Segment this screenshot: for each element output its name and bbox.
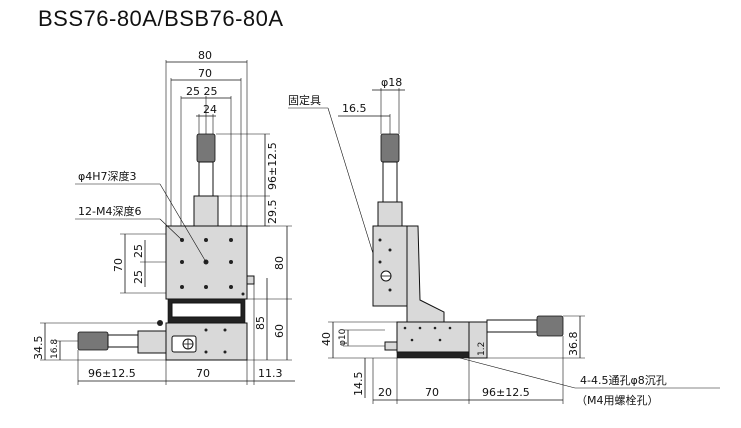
side-clamp — [246, 275, 255, 285]
side-micrometer-knob-h — [536, 315, 564, 337]
dim-36-8: 36.8 — [567, 332, 580, 357]
micrometer-knob-vertical — [196, 133, 216, 163]
side-base-top — [396, 321, 470, 353]
dim-phi10: φ10 — [338, 328, 348, 346]
dim-34-5: 34.5 — [32, 336, 45, 361]
dim-phi18: φ18 — [381, 76, 402, 89]
side-micrometer-barrel — [382, 161, 398, 203]
side-vertical-plate — [372, 225, 408, 307]
side-lock-left — [384, 341, 398, 351]
micrometer-knob-horizontal — [77, 331, 109, 351]
side-angle-bracket — [406, 225, 445, 323]
dim-70-side: 70 — [425, 386, 439, 399]
dim-25-b: 25 — [132, 270, 145, 284]
note-through-hole: 4-4.5通孔φ8沉孔 — [580, 374, 667, 387]
bracket-inner — [171, 302, 242, 318]
dim-29-5: 29.5 — [266, 200, 279, 225]
side-view: φ18 16.5 固定具 — [288, 76, 720, 407]
dim-70-top: 70 — [198, 67, 212, 80]
dim-96-12-5-vertical: 96±12.5 — [266, 142, 279, 190]
front-view: 80 70 25 25 24 96±12.5 29.5 — [32, 49, 295, 385]
dim-70-bottom: 70 — [196, 367, 210, 380]
label-fixture: 固定具 — [288, 93, 321, 107]
side-micrometer-barrel-h — [486, 319, 538, 333]
dim-11-3: 11.3 — [258, 367, 283, 380]
dim-70-left: 70 — [112, 258, 125, 272]
dim-25-25: 25 25 — [186, 85, 218, 98]
dim-40: 40 — [320, 332, 333, 346]
dim-16-5: 16.5 — [342, 102, 367, 115]
dim-14-5: 14.5 — [352, 372, 365, 397]
micrometer-mount-horizontal — [137, 330, 167, 354]
dim-16-8: 16.8 — [50, 339, 60, 359]
micrometer-barrel-vertical — [198, 161, 214, 197]
side-micrometer-mount — [377, 201, 403, 227]
micrometer-mount — [193, 195, 219, 227]
mounting-holes — [180, 238, 245, 296]
dim-60: 60 — [273, 324, 286, 338]
dim-80-right: 80 — [273, 256, 286, 270]
drawing-title: BSS76-80A/BSB76-80A — [38, 6, 284, 31]
dim-80-top: 80 — [198, 49, 212, 62]
dim-85: 85 — [254, 316, 267, 330]
micrometer-barrel-horizontal — [107, 334, 139, 348]
dim-20: 20 — [378, 386, 392, 399]
dim-96-12-5-side: 96±12.5 — [482, 386, 530, 399]
dim-25-a: 25 — [132, 244, 145, 258]
dim-96-12-5-horizontal: 96±12.5 — [88, 367, 136, 380]
label-phi4h7-depth3: φ4H7深度3 — [78, 169, 137, 183]
label-12-m4-depth6: 12-M4深度6 — [78, 204, 141, 218]
note-bolt-hole: （M4用螺栓孔） — [576, 393, 659, 407]
dim-1-2: 1.2 — [477, 342, 487, 356]
side-micrometer-knob — [380, 133, 400, 163]
dim-24: 24 — [203, 103, 217, 116]
side-base-dark — [396, 351, 470, 359]
